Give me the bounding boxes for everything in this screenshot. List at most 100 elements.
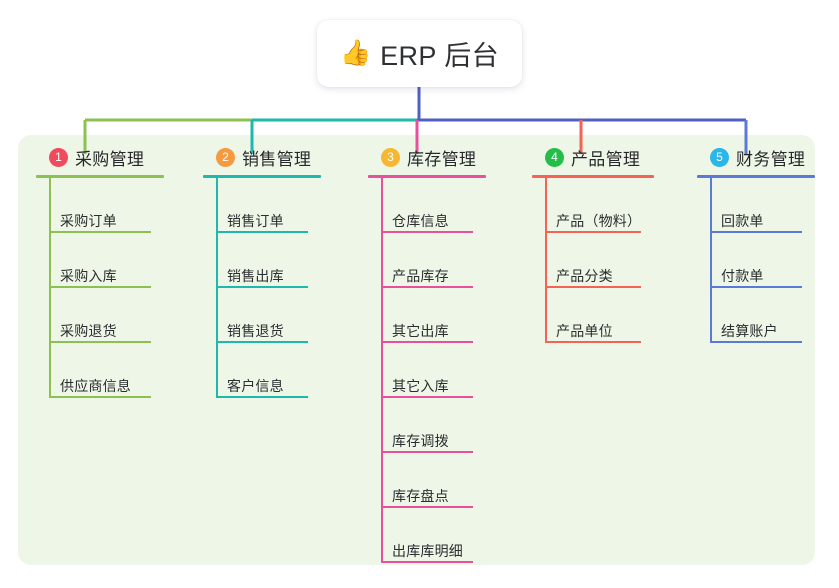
- branch-item-underline: [545, 231, 641, 233]
- branch-column-3: 3 库存管理仓库信息产品库存其它出库其它入库库存调拨库存盘点出库库明细: [368, 144, 486, 563]
- branch-item-underline: [710, 341, 802, 343]
- branch-item[interactable]: 客户信息: [203, 343, 321, 398]
- branch-underline-5: [697, 175, 815, 178]
- branch-item[interactable]: 采购入库: [36, 233, 164, 288]
- branch-underline-1: [36, 175, 164, 178]
- branch-item[interactable]: 产品单位: [532, 288, 654, 343]
- branch-title-2: 销售管理: [242, 149, 312, 169]
- branch-item-underline: [710, 286, 802, 288]
- branch-item-underline: [216, 231, 308, 233]
- branch-item-underline: [49, 396, 151, 398]
- branch-title-5: 财务管理: [736, 149, 806, 169]
- branch-item-label: 销售出库: [227, 268, 284, 284]
- branch-header-3[interactable]: 3 库存管理: [368, 144, 486, 170]
- branch-item-label: 销售退货: [227, 323, 284, 339]
- branch-item-underline: [381, 396, 473, 398]
- branch-item[interactable]: 销售出库: [203, 233, 321, 288]
- branch-title-4: 产品管理: [571, 149, 641, 169]
- branch-item-label: 采购退货: [60, 323, 117, 339]
- branch-item[interactable]: 库存盘点: [368, 453, 486, 508]
- branch-item-underline: [216, 286, 308, 288]
- branch-item-underline: [49, 231, 151, 233]
- branch-header-4[interactable]: 4 产品管理: [532, 144, 654, 170]
- branch-badge-1: 1: [49, 147, 68, 167]
- branch-item-underline: [381, 561, 473, 563]
- branch-item-label: 付款单: [721, 268, 764, 284]
- branch-items-2: 销售订单销售出库销售退货客户信息: [203, 178, 321, 398]
- branch-title-3: 库存管理: [407, 149, 477, 169]
- branch-item[interactable]: 产品分类: [532, 233, 654, 288]
- branch-item[interactable]: 采购退货: [36, 288, 164, 343]
- branch-underline-2: [203, 175, 321, 178]
- branch-header-2[interactable]: 2 销售管理: [203, 144, 321, 170]
- branch-item-label: 结算账户: [721, 323, 778, 339]
- branch-item-label: 库存盘点: [392, 488, 449, 504]
- branch-item-label: 其它出库: [392, 323, 449, 339]
- branch-item-label: 供应商信息: [60, 378, 131, 394]
- branch-column-2: 2 销售管理销售订单销售出库销售退货客户信息: [203, 144, 321, 398]
- branch-item-underline: [49, 286, 151, 288]
- branch-item-label: 仓库信息: [392, 213, 449, 229]
- root-node-label: ERP 后台: [380, 41, 500, 71]
- branch-badge-2: 2: [216, 147, 235, 167]
- branch-item[interactable]: 库存调拨: [368, 398, 486, 453]
- branch-spine-4: [545, 178, 547, 343]
- branch-column-4: 4 产品管理产品（物料） 产品分类产品单位: [532, 144, 654, 343]
- branch-spine-2: [216, 178, 218, 398]
- branch-item[interactable]: 结算账户: [697, 288, 815, 343]
- branch-header-5[interactable]: 5 财务管理: [697, 144, 815, 170]
- branch-item[interactable]: 其它入库: [368, 343, 486, 398]
- branch-items-3: 仓库信息产品库存其它出库其它入库库存调拨库存盘点出库库明细: [368, 178, 486, 563]
- branch-badge-5: 5: [710, 147, 729, 167]
- branch-item-label: 产品库存: [392, 268, 449, 284]
- branch-item-underline: [381, 341, 473, 343]
- branch-underline-4: [532, 175, 654, 178]
- branch-item[interactable]: 采购订单: [36, 178, 164, 233]
- branch-item[interactable]: 回款单: [697, 178, 815, 233]
- branch-column-5: 5 财务管理回款单付款单结算账户: [697, 144, 815, 343]
- branch-item-underline: [545, 286, 641, 288]
- branch-item-label: 其它入库: [392, 378, 449, 394]
- branch-item[interactable]: 仓库信息: [368, 178, 486, 233]
- branch-badge-3: 3: [381, 147, 400, 167]
- branch-item[interactable]: 产品库存: [368, 233, 486, 288]
- root-node-content: 👍 ERP 后台: [340, 34, 499, 73]
- branch-item-label: 产品（物料）: [556, 213, 642, 229]
- branch-item-label: 产品单位: [556, 323, 613, 339]
- branch-item-underline: [49, 341, 151, 343]
- branch-item-label: 产品分类: [556, 268, 613, 284]
- branch-item-underline: [545, 341, 641, 343]
- branch-item[interactable]: 销售订单: [203, 178, 321, 233]
- thumbs-up-icon: 👍: [339, 39, 372, 67]
- branch-item-label: 出库库明细: [392, 543, 463, 559]
- branch-item-label: 销售订单: [227, 213, 284, 229]
- branch-item-underline: [216, 396, 308, 398]
- branches-background-panel: [18, 135, 815, 565]
- branch-item[interactable]: 其它出库: [368, 288, 486, 343]
- branch-spine-1: [49, 178, 51, 398]
- branch-badge-4: 4: [545, 147, 564, 167]
- branch-item[interactable]: 付款单: [697, 233, 815, 288]
- branch-item[interactable]: 产品（物料）: [532, 178, 654, 233]
- branch-items-1: 采购订单采购入库采购退货供应商信息: [36, 178, 164, 398]
- branch-item-underline: [381, 506, 473, 508]
- branch-item-underline: [216, 341, 308, 343]
- branch-item-underline: [381, 231, 473, 233]
- branch-item-underline: [710, 231, 802, 233]
- branch-item[interactable]: 出库库明细: [368, 508, 486, 563]
- branch-spine-5: [710, 178, 712, 343]
- branch-item[interactable]: 销售退货: [203, 288, 321, 343]
- branch-item-label: 采购入库: [60, 268, 117, 284]
- branch-item[interactable]: 供应商信息: [36, 343, 164, 398]
- branch-item-label: 采购订单: [60, 213, 117, 229]
- branch-underline-3: [368, 175, 486, 178]
- branch-item-label: 客户信息: [227, 378, 284, 394]
- branch-items-5: 回款单付款单结算账户: [697, 178, 815, 343]
- branch-item-underline: [381, 286, 473, 288]
- root-node[interactable]: 👍 ERP 后台: [317, 20, 522, 87]
- branch-item-underline: [381, 451, 473, 453]
